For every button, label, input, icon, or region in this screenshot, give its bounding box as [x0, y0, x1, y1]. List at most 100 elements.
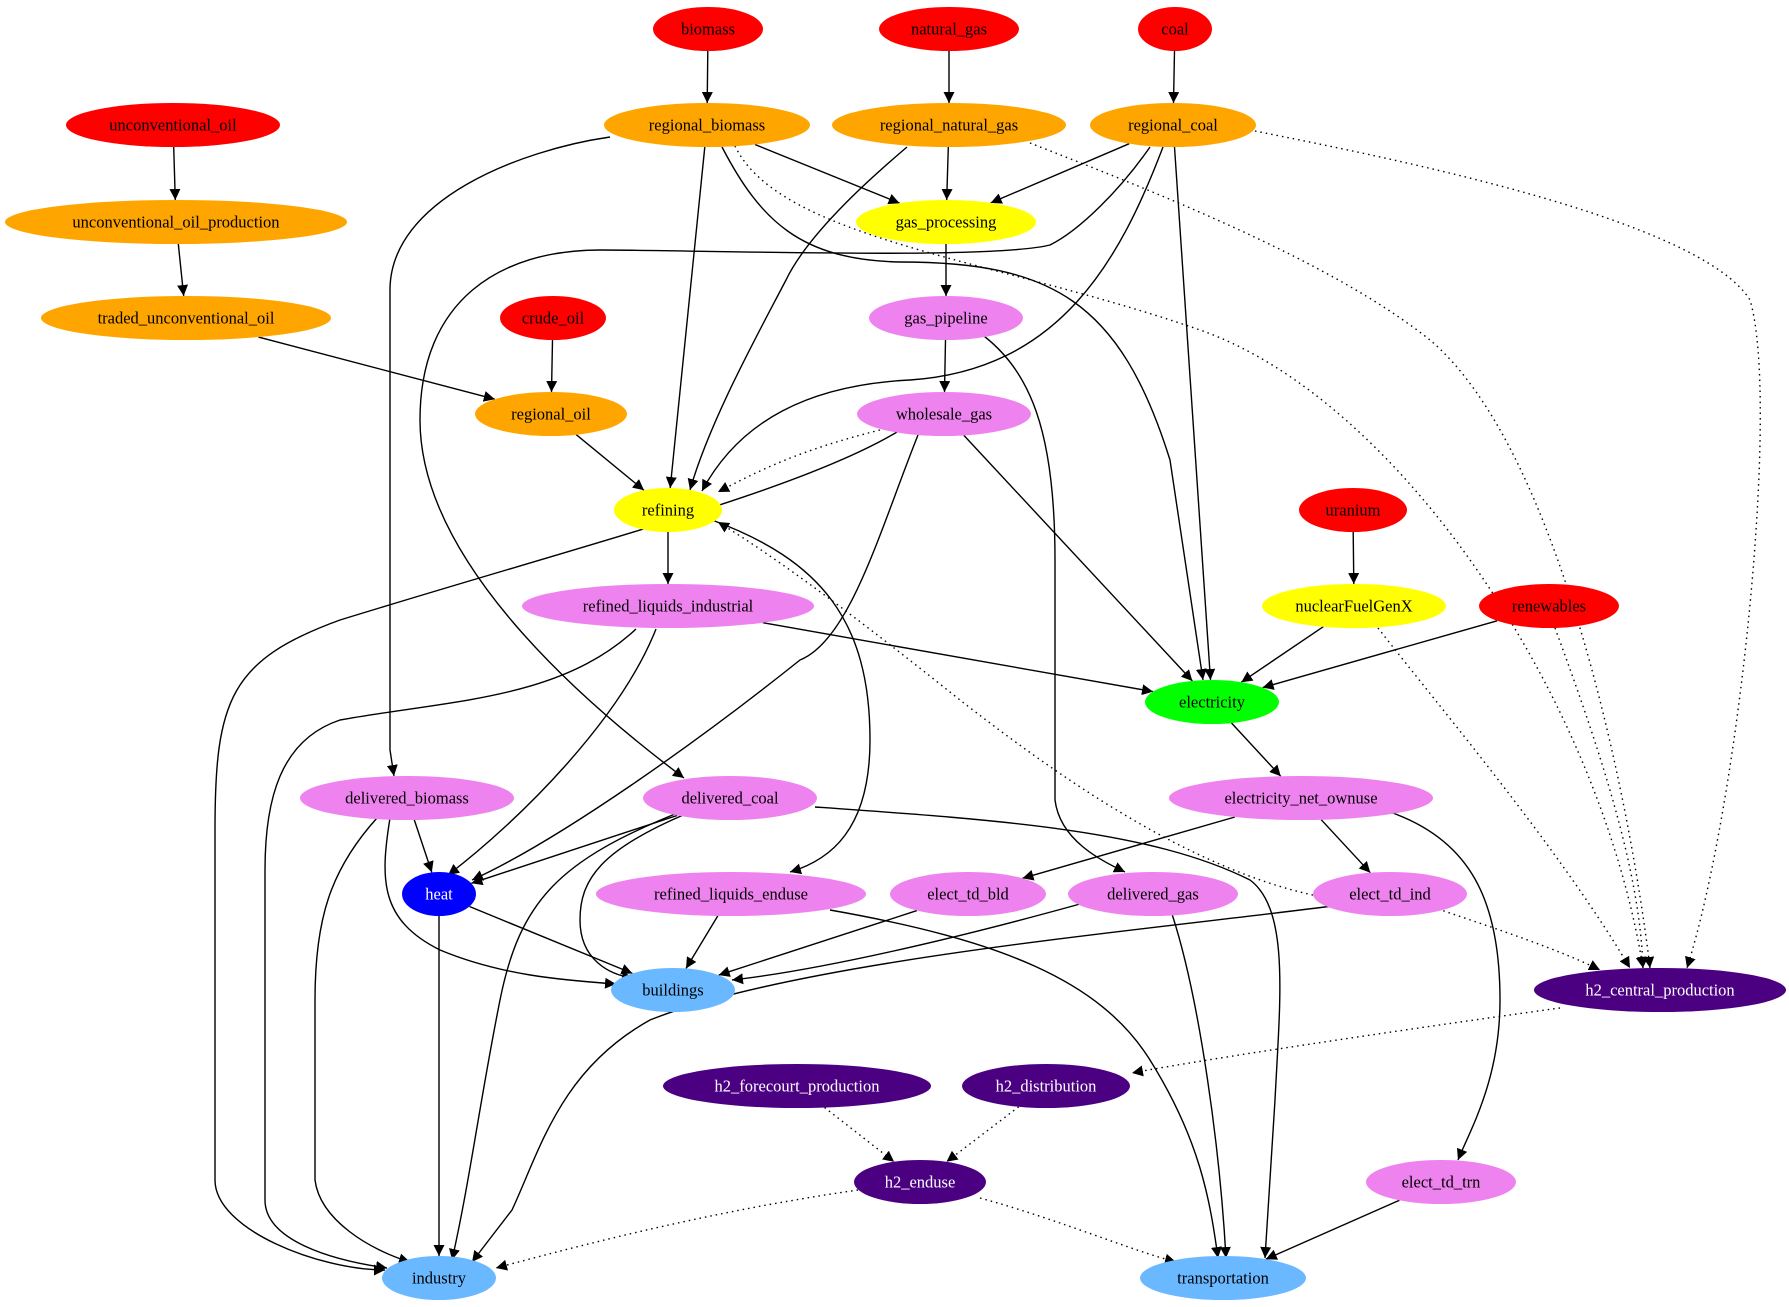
node-shape-regional_oil: [475, 392, 627, 436]
node-regional_coal: regional_coal: [1090, 103, 1256, 147]
edge-refined_liquids_industrial-to-electricity: [762, 622, 1154, 696]
node-elect_td_bld: elect_td_bld: [890, 872, 1046, 916]
edge-h2_central_production-to-h2_distribution: [1131, 1007, 1561, 1077]
node-label-buildings: buildings: [642, 981, 703, 1000]
node-h2_distribution: h2_distribution: [962, 1064, 1130, 1108]
node-elect_td_ind: elect_td_ind: [1313, 872, 1467, 916]
node-shape-h2_forecourt_production: [663, 1064, 931, 1108]
edge-delivered_biomass-to-industry: [314, 817, 411, 1265]
node-traded_unconventional_oil: traded_unconventional_oil: [41, 296, 331, 340]
edge-refining-to-refined_liquids_enduse: [711, 519, 871, 875]
edge-delivered_gas-to-buildings: [731, 903, 1081, 985]
node-shape-electricity_net_ownuse: [1169, 776, 1433, 820]
node-label-regional_oil: regional_oil: [511, 405, 591, 424]
node-transportation: transportation: [1140, 1256, 1306, 1300]
edge-delivered_coal-to-transportation: [814, 806, 1281, 1259]
node-label-regional_natural_gas: regional_natural_gas: [880, 116, 1018, 135]
node-label-regional_coal: regional_coal: [1128, 116, 1218, 135]
edge-wholesale_gas-to-refining: [717, 429, 881, 493]
node-shape-biomass: [653, 7, 763, 51]
node-coal: coal: [1138, 7, 1212, 51]
node-label-refined_liquids_enduse: refined_liquids_enduse: [654, 885, 808, 904]
edge-regional_biomass-to-refining: [665, 146, 706, 489]
edge-delivered_biomass-to-buildings: [384, 817, 617, 989]
node-delivered_biomass: delivered_biomass: [300, 776, 514, 820]
edge-regional_natural_gas-to-gas_processing: [941, 146, 953, 201]
node-label-unconventional_oil_production: unconventional_oil_production: [72, 213, 279, 232]
node-refined_liquids_enduse: refined_liquids_enduse: [596, 872, 866, 916]
edge-elect_td_trn-to-transportation: [1265, 1199, 1400, 1260]
edge-regional_natural_gas-to-h2_central_production: [1029, 142, 1655, 969]
node-shape-buildings: [611, 968, 735, 1012]
node-label-industry: industry: [412, 1269, 467, 1288]
node-label-elect_td_trn: elect_td_trn: [1402, 1173, 1481, 1192]
node-shape-h2_central_production: [1534, 968, 1786, 1012]
node-regional_oil: regional_oil: [475, 392, 627, 436]
edge-coal-to-regional_coal: [1168, 50, 1180, 104]
node-shape-gas_pipeline: [869, 296, 1023, 340]
edge-refined_liquids_enduse-to-buildings: [685, 915, 719, 969]
edge-regional_coal-to-delivered_coal: [419, 146, 1151, 779]
node-unconventional_oil: unconventional_oil: [66, 103, 280, 147]
edge-regional_oil-to-refining: [575, 434, 645, 491]
node-label-gas_pipeline: gas_pipeline: [904, 309, 987, 328]
node-biomass: biomass: [653, 7, 763, 51]
node-shape-elect_td_bld: [890, 872, 1046, 916]
node-shape-regional_coal: [1090, 103, 1256, 147]
node-label-refining: refining: [642, 501, 694, 520]
node-label-regional_biomass: regional_biomass: [649, 116, 765, 135]
node-shape-elect_td_ind: [1313, 872, 1467, 916]
edge-biomass-to-regional_biomass: [701, 50, 713, 104]
node-h2_central_production: h2_central_production: [1534, 968, 1786, 1012]
node-label-coal: coal: [1161, 20, 1189, 39]
node-shape-h2_distribution: [962, 1064, 1130, 1108]
edge-h2_enduse-to-industry: [495, 1189, 859, 1271]
node-shape-crude_oil: [500, 296, 606, 340]
node-refined_liquids_industrial: refined_liquids_industrial: [522, 584, 814, 628]
node-regional_biomass: regional_biomass: [604, 103, 810, 147]
node-label-unconventional_oil: unconventional_oil: [109, 116, 237, 135]
node-shape-heat: [402, 872, 476, 916]
edge-delivered_biomass-to-heat: [413, 819, 434, 873]
node-shape-delivered_coal: [643, 776, 817, 820]
edge-nuclearFuelGenX-to-electricity: [1240, 626, 1324, 683]
edge-gas_pipeline-to-wholesale_gas: [939, 339, 951, 393]
edge-regional_biomass-to-delivered_biomass: [386, 136, 611, 777]
node-shape-unconventional_oil_production: [5, 200, 347, 244]
node-shape-elect_td_trn: [1366, 1160, 1516, 1204]
node-shape-h2_enduse: [854, 1160, 986, 1204]
node-renewables: renewables: [1479, 584, 1619, 628]
node-shape-industry: [382, 1256, 496, 1300]
node-shape-regional_biomass: [604, 103, 810, 147]
node-buildings: buildings: [611, 968, 735, 1012]
edge-electricity_net_ownuse-to-elect_td_ind: [1320, 819, 1371, 874]
edge-refined_liquids_enduse-to-transportation: [829, 909, 1222, 1259]
edge-wholesale_gas-to-industry: [214, 431, 898, 1276]
node-delivered_gas: delivered_gas: [1068, 872, 1238, 916]
edge-nuclearFuelGenX-to-h2_central_production: [1377, 627, 1631, 969]
node-crude_oil: crude_oil: [500, 296, 606, 340]
node-label-h2_central_production: h2_central_production: [1585, 981, 1734, 1000]
node-shape-refining: [614, 488, 722, 532]
node-label-crude_oil: crude_oil: [522, 309, 585, 328]
edge-wholesale_gas-to-electricity: [963, 434, 1193, 682]
edge-h2_distribution-to-h2_enduse: [946, 1106, 1020, 1163]
node-label-elect_td_ind: elect_td_ind: [1349, 885, 1431, 904]
node-shape-renewables: [1479, 584, 1619, 628]
node-shape-delivered_biomass: [300, 776, 514, 820]
edge-renewables-to-h2_central_production: [1554, 627, 1649, 969]
node-shape-coal: [1138, 7, 1212, 51]
node-shape-refined_liquids_industrial: [522, 584, 814, 628]
node-label-delivered_gas: delivered_gas: [1107, 885, 1199, 904]
node-shape-natural_gas: [879, 7, 1019, 51]
node-elect_td_trn: elect_td_trn: [1366, 1160, 1516, 1204]
node-nuclearFuelGenX: nuclearFuelGenX: [1262, 584, 1446, 628]
node-label-refined_liquids_industrial: refined_liquids_industrial: [583, 597, 754, 616]
node-shape-transportation: [1140, 1256, 1306, 1300]
edge-h2_enduse-to-transportation: [979, 1197, 1177, 1265]
node-label-delivered_biomass: delivered_biomass: [345, 789, 469, 808]
edge-regional_coal-to-refining: [701, 146, 1164, 492]
node-gas_pipeline: gas_pipeline: [869, 296, 1023, 340]
